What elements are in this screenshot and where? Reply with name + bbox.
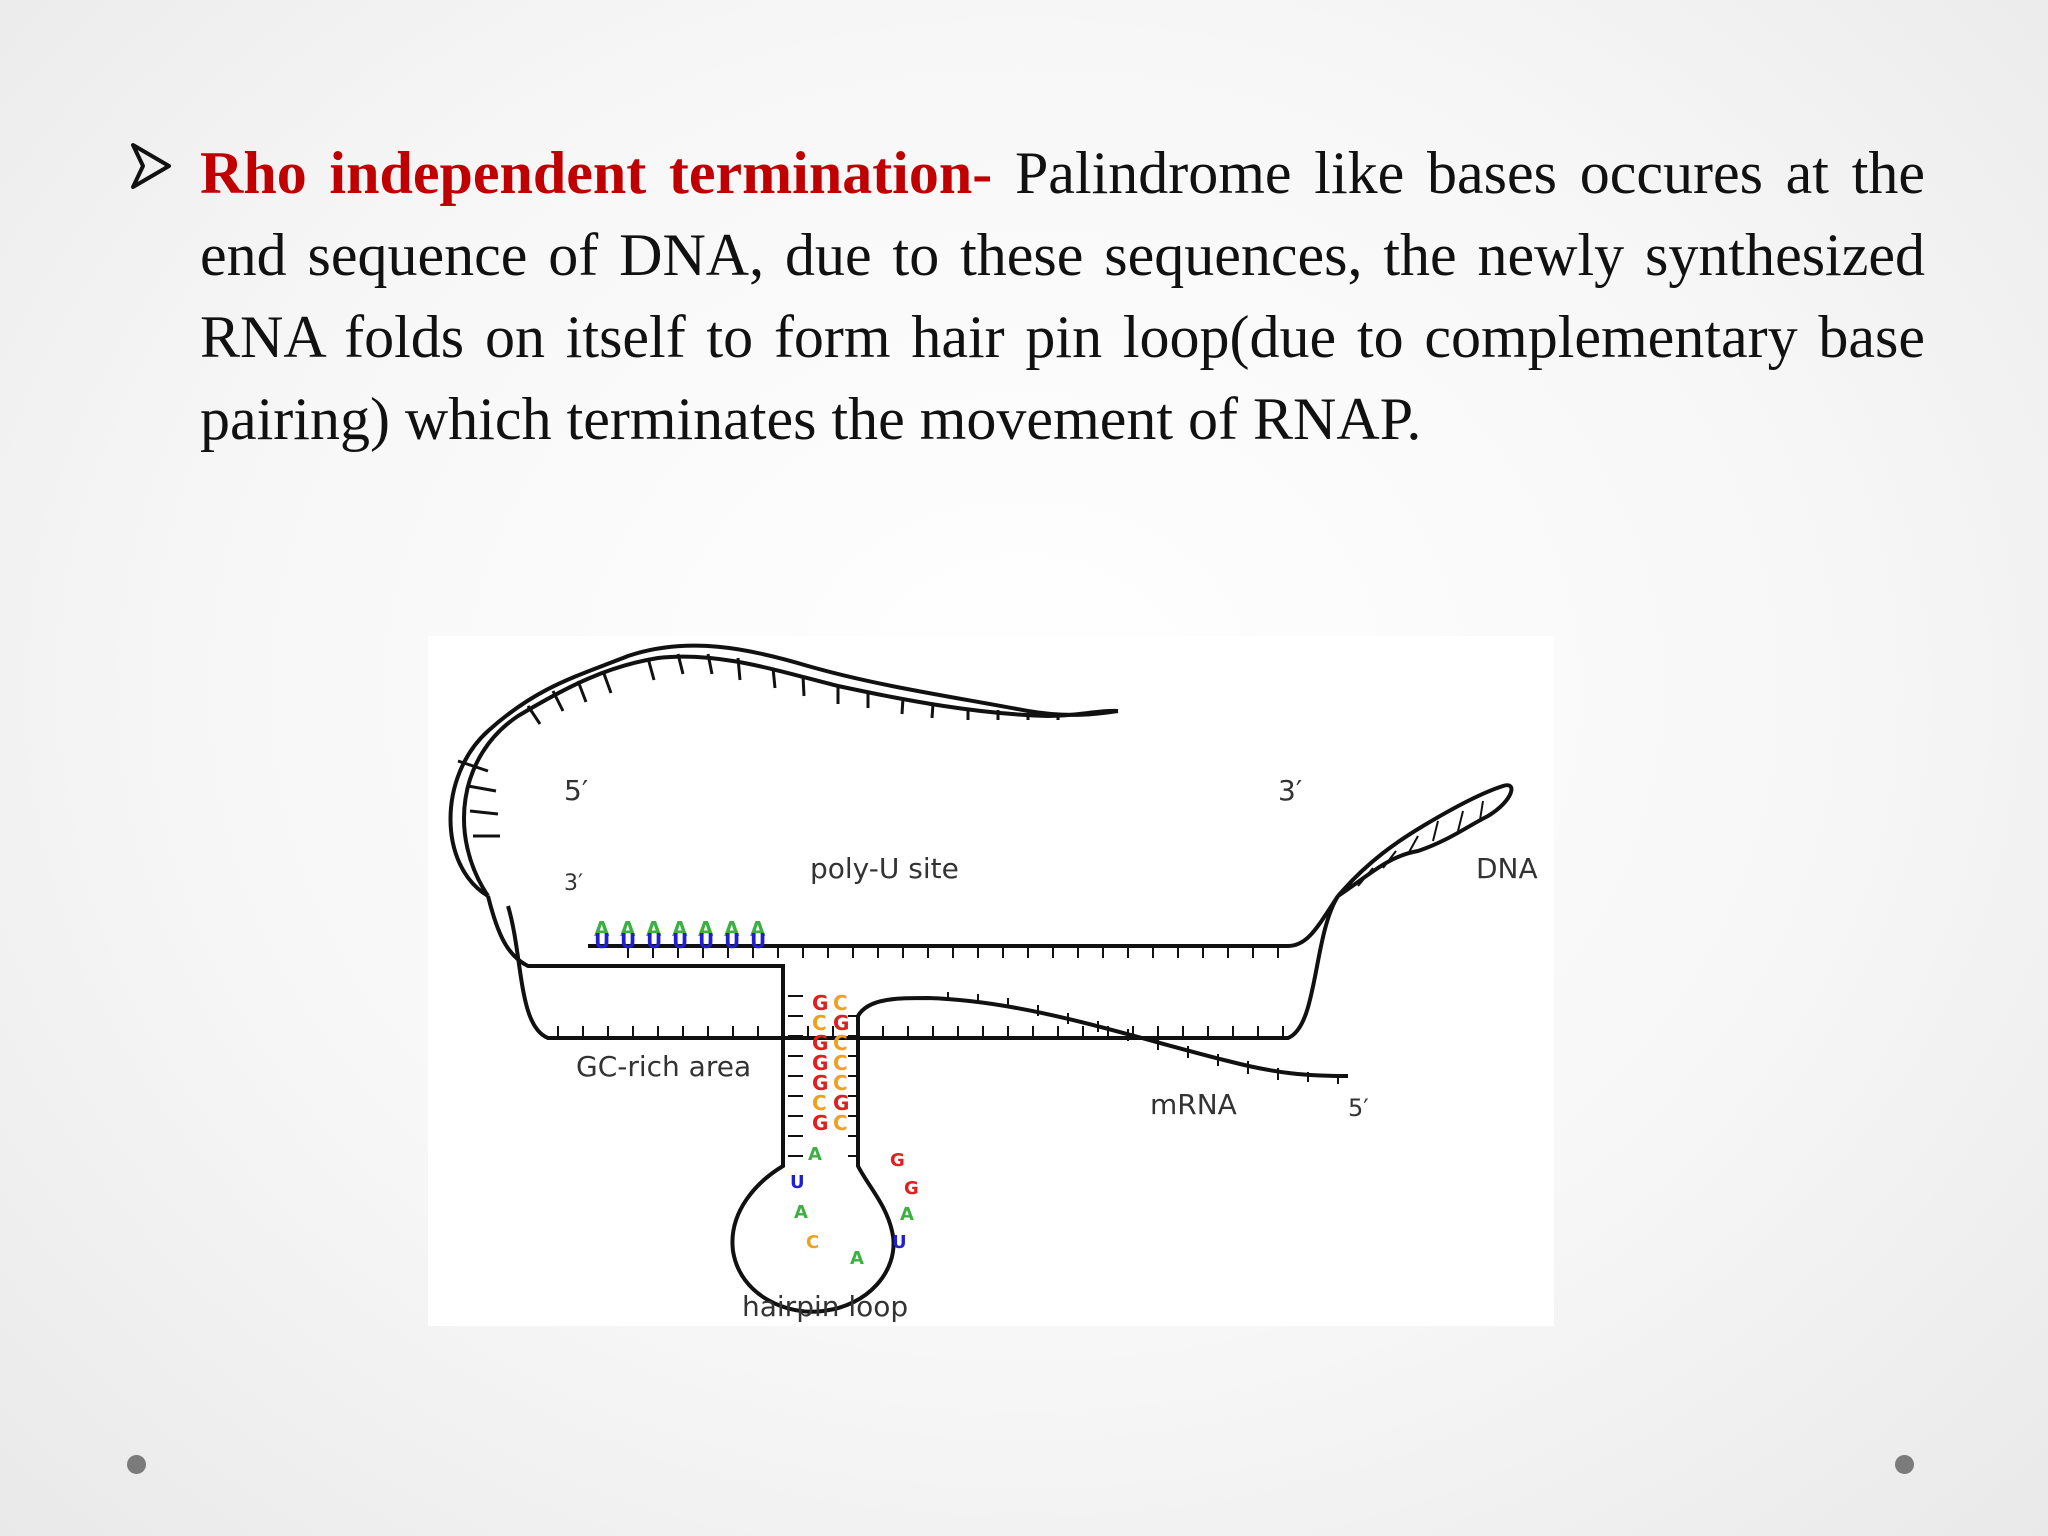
svg-text:A: A [794, 1202, 808, 1223]
stem-base: C [833, 1031, 848, 1055]
stem-base: G [833, 1091, 849, 1115]
arrow-bullet-icon [131, 143, 171, 189]
rna-ticks [788, 992, 1339, 1157]
svg-text:A: A [672, 917, 688, 941]
svg-text:A: A [724, 917, 740, 941]
stem-base: C [812, 1011, 827, 1035]
dna-helix-top [448, 643, 1119, 898]
svg-text:A: A [850, 1248, 864, 1269]
stem-base: C [833, 1051, 848, 1075]
nav-dot-right [1895, 1455, 1914, 1474]
loop-bases: A U A C A U A G G [790, 1144, 919, 1269]
svg-text:G: G [890, 1150, 905, 1171]
stem-base: C [833, 991, 848, 1015]
mrna-label: mRNA [1150, 1088, 1237, 1121]
svg-text:U: U [698, 929, 714, 953]
svg-text:U: U [750, 929, 766, 953]
rna-strand [538, 964, 1349, 1314]
stem-base: G [812, 1031, 828, 1055]
stem-base: G [812, 991, 828, 1015]
svg-text:A: A [808, 1144, 822, 1165]
svg-text:U: U [646, 929, 662, 953]
nav-dot-left [127, 1455, 146, 1474]
hairpin-label: hairpin loop [742, 1290, 908, 1323]
dna-label: DNA [1476, 852, 1538, 885]
svg-text:U: U [892, 1232, 907, 1253]
svg-text:U: U [790, 1172, 805, 1193]
poly-u-label: poly-U site [810, 852, 959, 885]
label-5prime-mrna: 5′ [1348, 1094, 1369, 1122]
gc-rich-label: GC-rich area [576, 1050, 751, 1083]
bullet-heading: Rho independent termination- [200, 140, 993, 206]
stem-base: C [833, 1111, 848, 1135]
stem-base: G [812, 1051, 828, 1075]
svg-text:U: U [724, 929, 740, 953]
stem-base: C [833, 1071, 848, 1095]
dna-rungs [557, 800, 1484, 1038]
bullet-item: Rho independent termination- Palindrome … [130, 132, 1925, 460]
stem-base: C [812, 1091, 827, 1115]
svg-text:U: U [672, 929, 688, 953]
svg-text:A: A [698, 917, 714, 941]
label-3prime-top: 3′ [1278, 774, 1302, 807]
svg-text:U: U [620, 929, 636, 953]
svg-text:C: C [806, 1232, 819, 1253]
svg-text:A: A [594, 917, 610, 941]
label-3prime-rna: 3′ [564, 871, 583, 896]
stem-base: G [812, 1071, 828, 1095]
stem-base: G [833, 1011, 849, 1035]
termination-diagram: G C G G G C G C G C C C G C A U A C A U … [428, 636, 1554, 1326]
svg-text:A: A [750, 917, 766, 941]
diagram-svg: G C G G G C G C G C C C G C A U A C A U … [448, 643, 1538, 1323]
svg-text:A: A [900, 1204, 914, 1225]
svg-text:U: U [594, 929, 610, 953]
bullet-body: Palindrome like bases occures at the end… [200, 140, 1925, 452]
svg-text:G: G [904, 1178, 919, 1199]
svg-text:A: A [646, 917, 662, 941]
stem-bases: G C G G G C G C G C C C G C [812, 991, 849, 1135]
label-5prime-top: 5′ [564, 774, 588, 807]
bullet-text: Rho independent termination- Palindrome … [200, 132, 1925, 460]
svg-text:A: A [620, 917, 636, 941]
stem-base: G [812, 1111, 828, 1135]
dna-bubble [486, 783, 1514, 1040]
